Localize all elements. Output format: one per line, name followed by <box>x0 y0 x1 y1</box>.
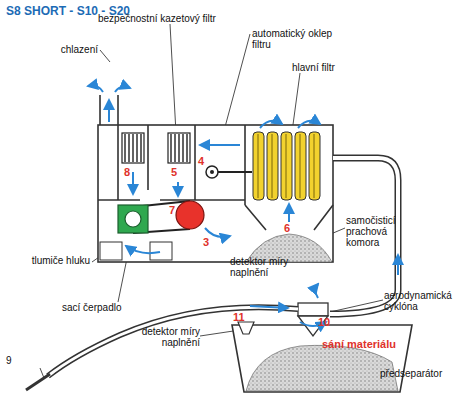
callout-number: 11 <box>233 311 245 323</box>
main-filter <box>253 132 320 200</box>
silencers <box>100 242 172 260</box>
part-label: tlumiče hluku <box>30 255 90 266</box>
housing <box>98 95 333 262</box>
part-label: hlavní filtr <box>292 62 372 73</box>
part-label: detektor míry naplnění <box>230 256 314 278</box>
suction-hose <box>26 307 298 390</box>
part-label: bezpečnostní kazetový filtr <box>98 13 268 24</box>
part-label: předseparátor <box>380 368 460 379</box>
part-label: samočisticí prachová komora <box>346 215 418 248</box>
cartridge-filters <box>122 133 190 163</box>
suction-pump <box>118 201 204 233</box>
part-label: sací čerpadlo <box>62 302 162 313</box>
callout-number: 7 <box>169 204 175 216</box>
material-pile <box>246 345 398 391</box>
filter-shaker <box>206 166 252 178</box>
part-label: chlazení <box>44 44 98 55</box>
part-label: automatický oklep filtru <box>252 28 352 50</box>
callout-number: 3 <box>203 236 209 248</box>
part-label: aerodynamická cyklóna <box>384 290 460 312</box>
callout-number: sání materiálu <box>322 338 396 350</box>
callout-number: 4 <box>198 155 204 167</box>
fill-detector <box>238 322 254 334</box>
callout-number: 5 <box>171 166 177 178</box>
part-label: detektor míry naplnění <box>118 326 200 348</box>
airflow-arrows <box>88 86 398 326</box>
part-label: 9 <box>6 355 68 366</box>
preseparator-container <box>232 325 412 392</box>
callout-number: 10 <box>318 316 330 328</box>
callout-number: 6 <box>284 222 290 234</box>
callout-number: 8 <box>124 166 130 178</box>
